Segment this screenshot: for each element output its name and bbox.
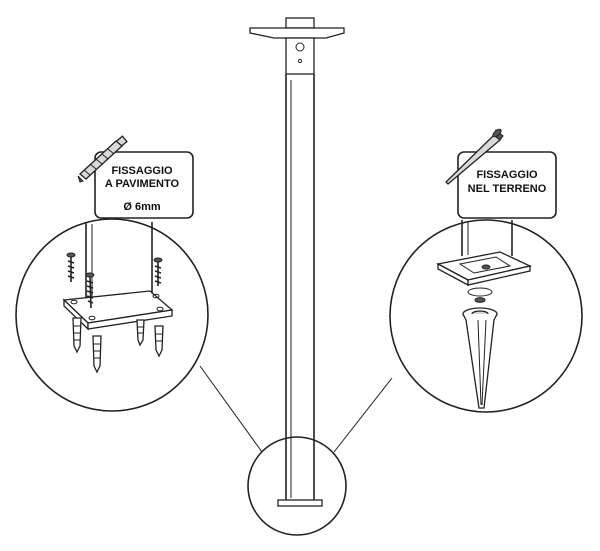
floor-fixing-detail: FISSAGGIO A PAVIMENTO Ø 6mm xyxy=(15,135,209,412)
detail-circle-floor xyxy=(15,218,209,412)
screw-icon xyxy=(85,272,95,309)
wall-plug-icon xyxy=(92,335,102,374)
wall-plug-icon xyxy=(72,317,82,354)
connector-line-right xyxy=(333,377,393,453)
floor-fixing-label-box xyxy=(94,151,194,219)
detail-circle-base xyxy=(247,436,347,536)
screw-icon xyxy=(66,252,76,282)
connector-line-left xyxy=(199,365,263,453)
floor-fixing-title-line2: A PAVIMENTO xyxy=(105,178,180,190)
ground-fixing-label-box xyxy=(457,151,557,219)
wall-plug-icon xyxy=(136,319,145,347)
washer-icon xyxy=(467,287,493,297)
sensor-icon xyxy=(295,42,305,52)
drill-bit-icon xyxy=(77,135,128,183)
ground-spike-icon xyxy=(445,128,504,185)
floor-fixing-title-line1: FISSAGGIO xyxy=(111,165,173,177)
wall-plug-icon xyxy=(154,325,164,358)
pole-head xyxy=(285,37,315,75)
pole-base-plate xyxy=(277,499,323,507)
ground-spike-icon xyxy=(462,307,498,409)
ground-fixing-detail: FISSAGGIO NEL TERRENO xyxy=(389,128,583,413)
detail-circle-ground xyxy=(389,219,583,413)
lamp-pole xyxy=(249,17,345,507)
bolt-icon xyxy=(474,297,486,303)
ground-base-plate-front xyxy=(467,265,531,286)
ground-fixing-title-line1: FISSAGGIO xyxy=(476,169,538,181)
screw-icon xyxy=(297,58,303,64)
screw-icon xyxy=(153,257,163,286)
ground-fixing-title-line2: NEL TERRENO xyxy=(468,183,547,195)
pole-top-cap xyxy=(285,17,315,29)
pole-head-plate xyxy=(249,27,345,39)
floor-fixing-drill-size: Ø 6mm xyxy=(123,201,161,213)
floor-base-plate-front xyxy=(87,309,173,330)
